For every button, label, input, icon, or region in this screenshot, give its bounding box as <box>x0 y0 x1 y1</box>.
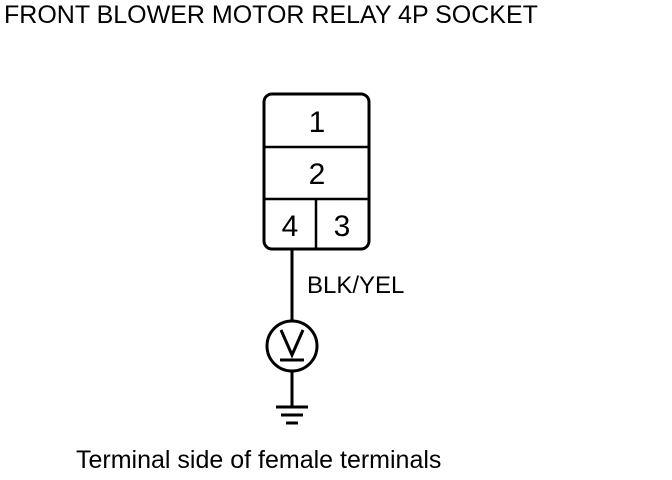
diagram-title: FRONT BLOWER MOTOR RELAY 4P SOCKET <box>4 1 538 29</box>
terminal-3-label: 3 <box>334 210 351 243</box>
diagram-caption: Terminal side of female terminals <box>76 446 442 474</box>
voltmeter-icon <box>265 319 319 373</box>
terminal-4-label: 4 <box>282 210 299 243</box>
wire-color-label: BLK/YEL <box>307 272 404 299</box>
ground-icon <box>276 405 308 425</box>
terminal-2-label: 2 <box>309 158 326 191</box>
terminal-1-label: 1 <box>309 106 326 139</box>
